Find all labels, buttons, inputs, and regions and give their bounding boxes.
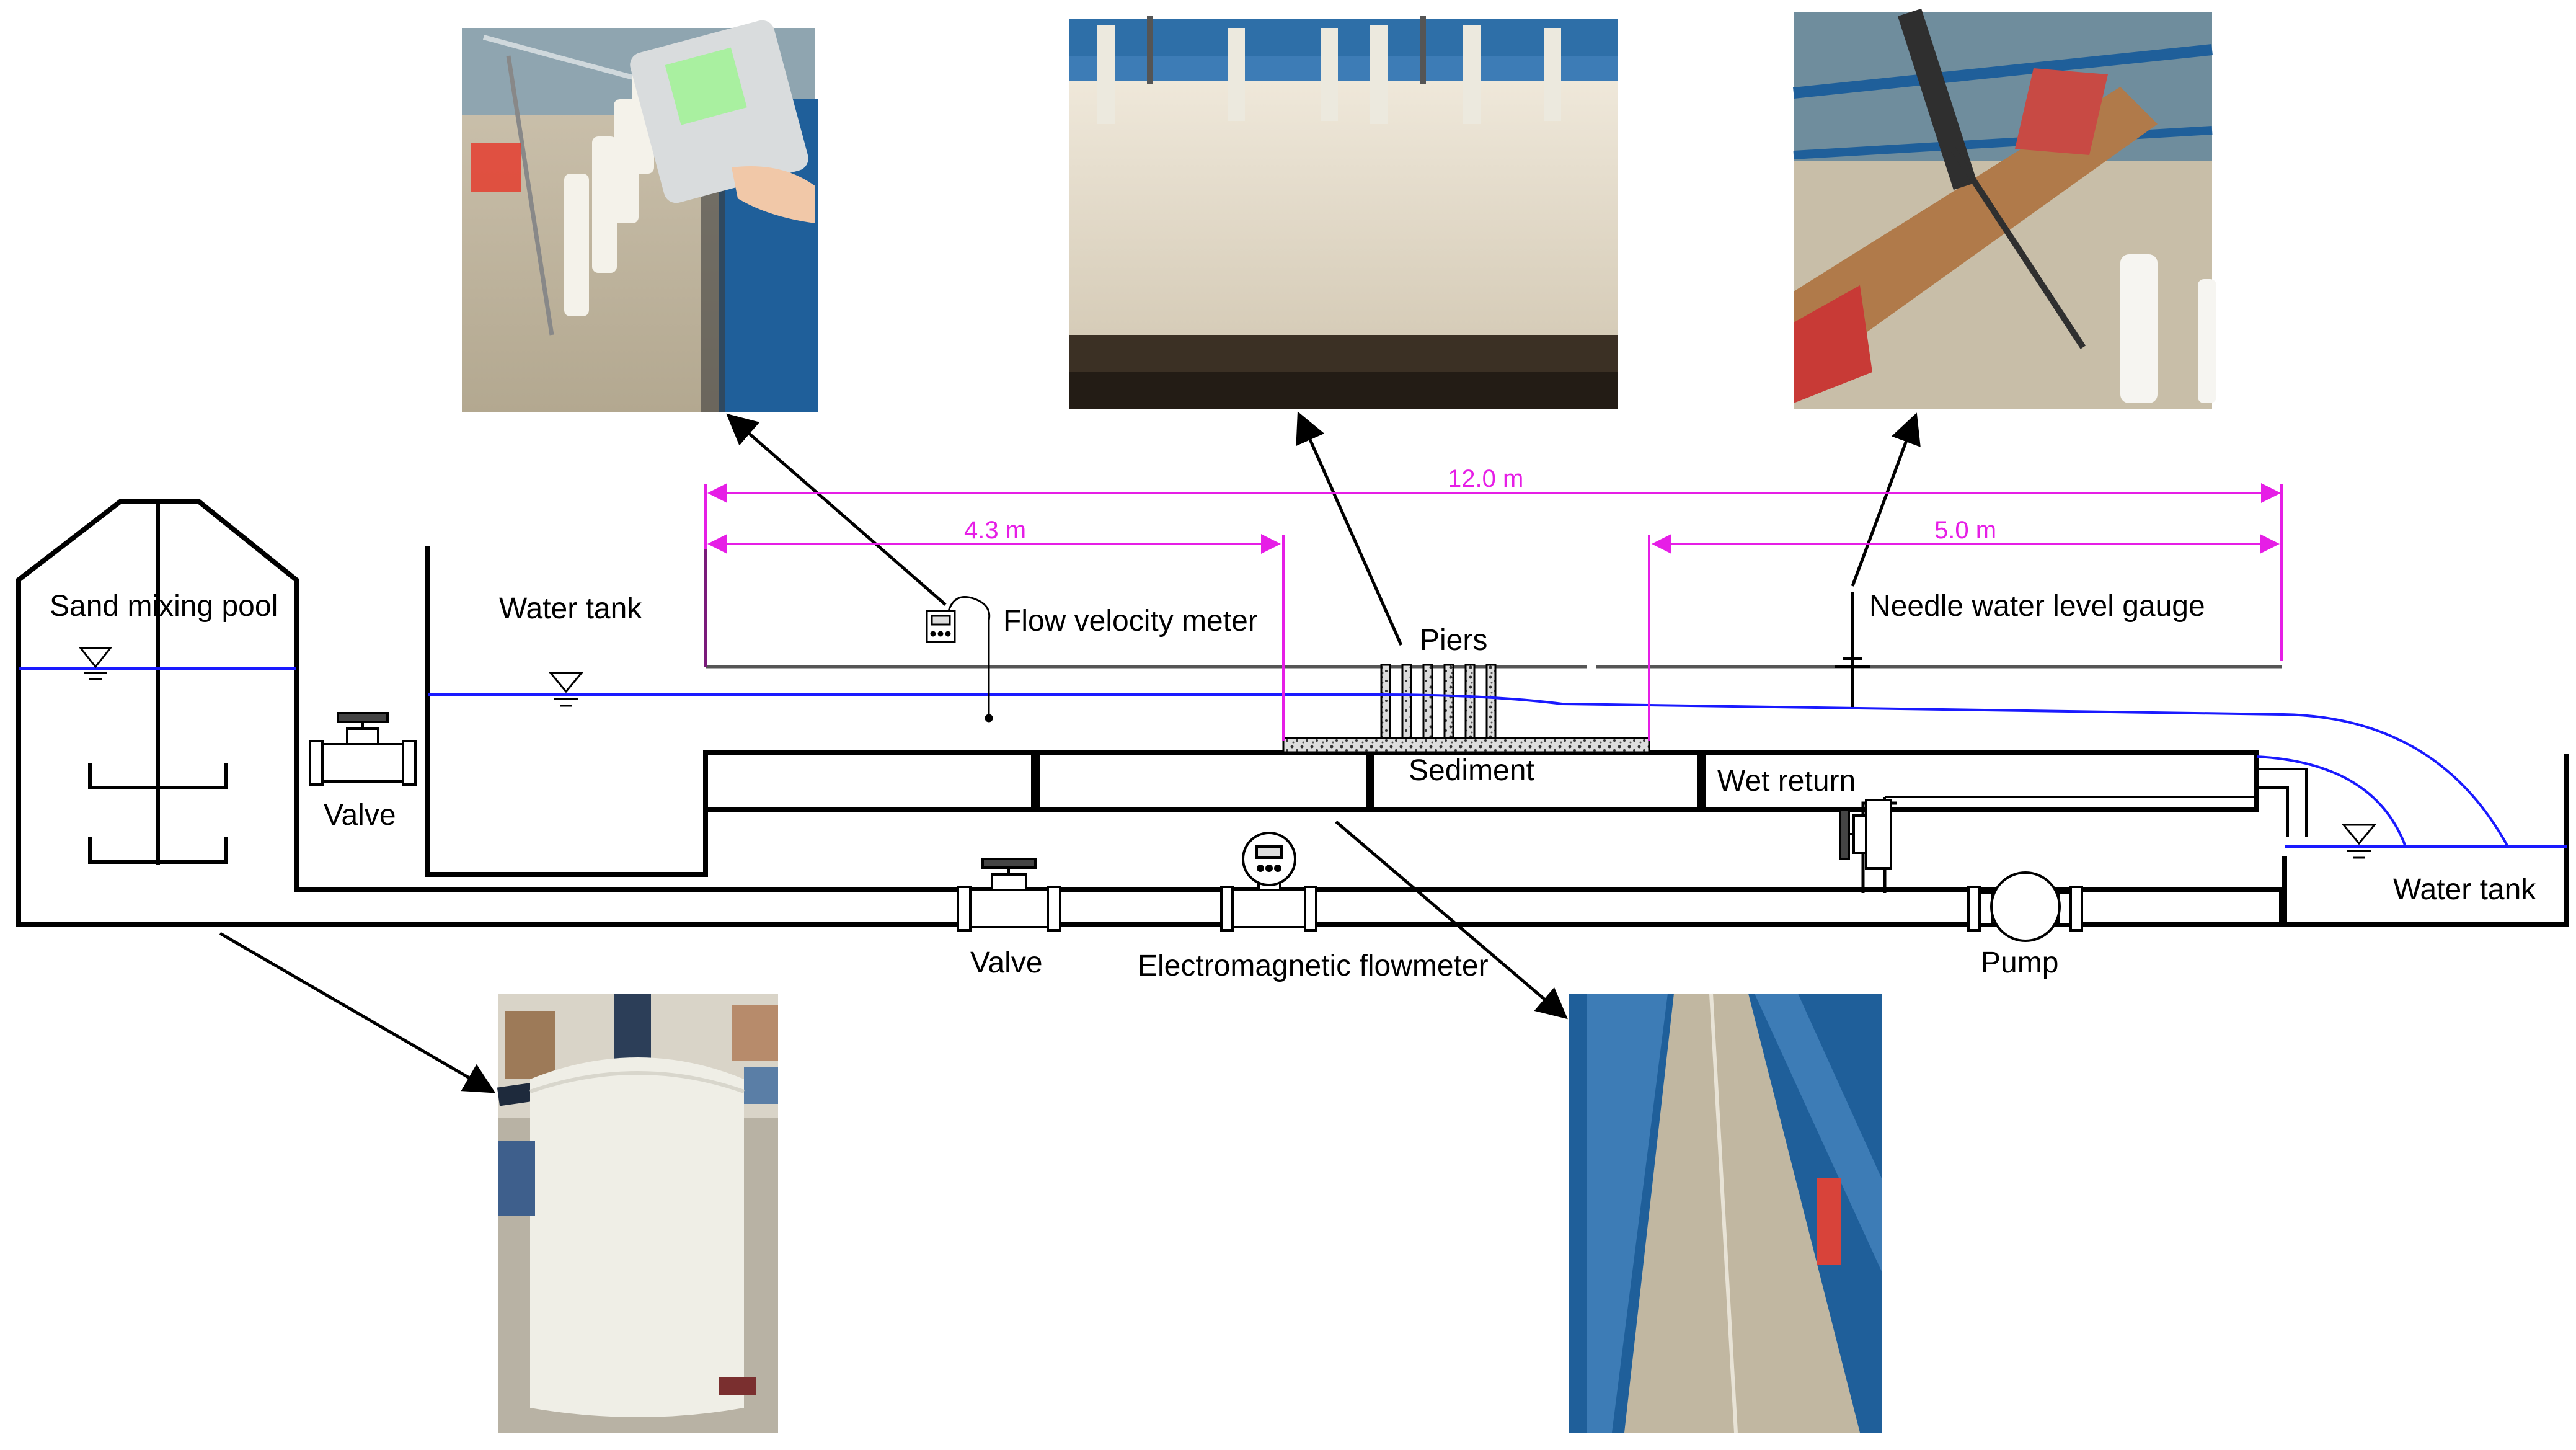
mixer-blade-bottom: [88, 837, 228, 864]
arrow-to-pool-photo: [219, 932, 496, 1093]
photo-needle-gauge: [1793, 8, 2216, 409]
water-level-symbol-left-tank: [548, 672, 584, 707]
photo-sand-mixing-pool: [497, 994, 778, 1433]
water-level-symbol-pool: [78, 647, 113, 680]
pointer-arrows: [219, 411, 1921, 1093]
needle-gauge-device: [1835, 592, 1870, 707]
water-surface-flume: [428, 693, 2509, 847]
left-water-tank: [294, 744, 2284, 927]
pier-5: [1464, 664, 1476, 739]
water-overflow-inner: [2256, 755, 2407, 847]
pier-4: [1443, 664, 1454, 739]
valve-wet-return: [1839, 799, 1892, 870]
arrow-to-flume-photo: [1335, 821, 1568, 1020]
left-tank-right-wall: [425, 546, 2259, 877]
dim-label-total: 12.0 m: [1448, 465, 1523, 492]
piers-group: [1380, 664, 1497, 739]
mixer-blade-top: [88, 763, 228, 789]
pump: [1967, 871, 2083, 942]
label-sediment: Sediment: [1409, 754, 1534, 787]
label-flow-velocity-meter: Flow velocity meter: [1003, 605, 1258, 638]
label-water-tank-right: Water tank: [2393, 873, 2536, 906]
dim-label-upstream: 4.3 m: [964, 517, 1026, 544]
label-piers: Piers: [1420, 624, 1487, 657]
label-em-flowmeter: Electromagnetic flowmeter: [1138, 950, 1489, 982]
sand-mixing-pool: [16, 499, 299, 927]
pier-6: [1485, 664, 1497, 739]
wet-return-pipe: [2257, 768, 2308, 837]
arrow-to-velocity-photo: [726, 413, 947, 606]
photo-flume-channel: [1569, 993, 1882, 1433]
arrow-to-gauge-photo: [1851, 412, 1921, 587]
water-level-symbol-right-tank: [2341, 824, 2377, 859]
label-valve-left: Valve: [324, 799, 396, 832]
electromagnetic-flowmeter: [1220, 832, 1317, 932]
pier-3: [1422, 664, 1433, 739]
sediment-bed: [1282, 737, 1650, 754]
right-water-tank: [2282, 754, 2569, 927]
label-pump: Pump: [1981, 946, 2058, 979]
valve-bottom: [957, 858, 1061, 932]
dim-label-downstream: 5.0 m: [1934, 517, 1996, 544]
label-wet-return: Wet return: [1717, 765, 1856, 798]
label-sand-mixing-pool: Sand mixing pool: [50, 590, 278, 623]
pier-1: [1380, 664, 1391, 739]
photo-piers: [1069, 16, 1618, 409]
photo-flow-velocity-meter: [462, 20, 818, 412]
label-needle-gauge: Needle water level gauge: [1869, 590, 2205, 623]
arrow-to-piers-photo: [1296, 411, 1403, 646]
wet-return-pipe-inner: [2257, 786, 2289, 837]
pier-2: [1401, 664, 1412, 739]
label-valve-bottom: Valve: [970, 946, 1043, 979]
valve-left: [309, 712, 417, 786]
label-water-tank-left: Water tank: [499, 592, 642, 625]
flow-velocity-meter-device: [926, 596, 993, 723]
